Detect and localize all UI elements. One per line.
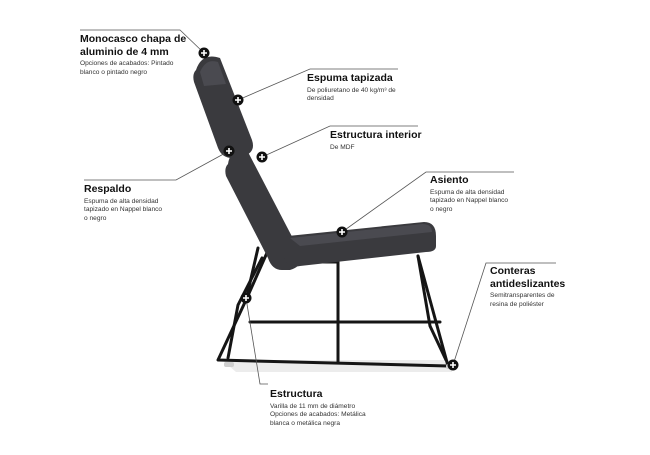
callout-title: Monocasco chapa de aluminio de 4 mm <box>80 33 187 58</box>
callout-desc: Opciones de acabados: Pintado blanco o p… <box>80 60 174 77</box>
backrest-upper-cushion <box>193 56 253 158</box>
leader-asiento <box>341 171 514 233</box>
leader-conteras <box>452 262 556 366</box>
plus-circle-icon[interactable] <box>256 151 268 163</box>
leader-estructura-interior <box>261 125 418 158</box>
callout-asiento: Asiento Espuma de alta densidad tapizado… <box>430 174 550 215</box>
callout-estructura-interior: Estructura interior De MDF <box>330 129 460 152</box>
plus-markers[interactable] <box>198 47 459 371</box>
plus-circle-icon[interactable] <box>223 145 235 157</box>
leader-respaldo <box>84 150 230 181</box>
leader-estructura <box>245 297 268 385</box>
callout-estructura: Estructura Varilla de 11 mm de diámetro … <box>270 388 410 429</box>
callout-desc: De poliuretano de 40 kg/m³ de densidad <box>307 86 396 103</box>
callout-title: Asiento <box>430 174 469 186</box>
plus-circle-icon[interactable] <box>336 226 348 238</box>
plus-circle-icon[interactable] <box>198 47 210 59</box>
callout-desc: Espuma de alta densidad tapizado en Napp… <box>84 197 163 223</box>
callout-title: Estructura <box>270 388 323 400</box>
callout-title: Conteras antideslizantes <box>490 265 566 290</box>
leader-monocasco <box>80 29 205 54</box>
plus-circle-icon[interactable] <box>232 94 244 106</box>
callout-conteras: Conteras antideslizantes Semitransparent… <box>490 265 600 310</box>
callout-monocasco: Monocasco chapa de aluminio de 4 mm Opci… <box>80 33 210 78</box>
leader-lines <box>80 29 556 385</box>
plus-circle-icon[interactable] <box>240 292 252 304</box>
leader-espuma <box>237 68 398 101</box>
callout-desc: Semitransparentes de resina de poliéster <box>490 292 555 309</box>
callout-respaldo: Respaldo Espuma de alta densidad tapizad… <box>84 183 204 224</box>
callout-title: Respaldo <box>84 183 132 195</box>
callout-title: Estructura interior <box>330 129 422 141</box>
callout-desc: Varilla de 11 mm de diámetro Opciones de… <box>270 402 366 428</box>
callout-desc: Espuma de alta densidad tapizado en Napp… <box>430 188 509 214</box>
chair-frame <box>216 244 450 368</box>
backrest-lower-cushion <box>225 151 301 270</box>
callout-espuma-tapizada: Espuma tapizada De poliuretano de 40 kg/… <box>307 72 437 104</box>
plus-circle-icon[interactable] <box>447 359 459 371</box>
callout-title: Espuma tapizada <box>307 72 393 84</box>
callout-desc: De MDF <box>330 143 355 151</box>
seat-cushion <box>284 222 436 267</box>
